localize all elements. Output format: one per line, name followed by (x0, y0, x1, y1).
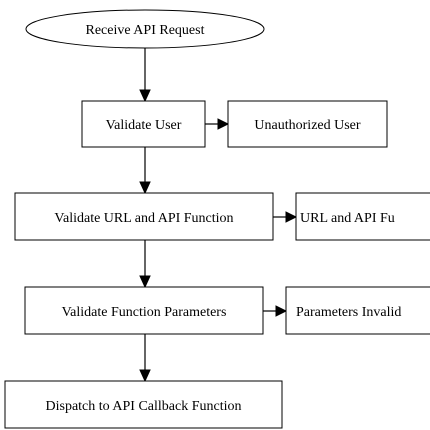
rect-shape (24, 286, 264, 335)
rect-shape (227, 100, 388, 148)
arrowhead-params-invalid (275, 305, 288, 317)
rect-shape (81, 100, 206, 148)
node-dispatch: Dispatch to API Callback Function (4, 380, 283, 429)
rect-shape (295, 192, 430, 241)
node-params-invalid: Parameters Invalid (285, 286, 430, 335)
rect-shape (285, 286, 430, 335)
arrowhead-unauthorized (217, 118, 230, 130)
node-url-invalid: URL and API Fu (295, 192, 430, 241)
arrowhead-validate-user (139, 89, 151, 103)
node-label: Receive API Request (86, 23, 205, 38)
node-validate-params: Validate Function Parameters (24, 286, 264, 335)
node-validate-url: Validate URL and API Function (14, 192, 274, 241)
node-label: Validate User (106, 118, 182, 133)
arrowhead-validate-url (139, 181, 151, 195)
edges (139, 48, 298, 383)
node-label: Validate URL and API Function (54, 211, 233, 226)
arrowhead-url-invalid (285, 211, 298, 223)
rect-shape (4, 380, 283, 429)
node-label: Parameters Invalid (296, 305, 401, 320)
arrowhead-validate-params (139, 275, 151, 289)
node-validate-user: Validate User (81, 100, 206, 148)
node-label: Dispatch to API Callback Function (46, 399, 242, 414)
node-label: Validate Function Parameters (62, 305, 227, 320)
node-label: Unauthorized User (254, 118, 360, 133)
ellipse-shape (25, 9, 265, 49)
rect-shape (14, 192, 274, 241)
node-label: URL and API Fu (300, 211, 395, 226)
node-unauthorized-user: Unauthorized User (227, 100, 388, 148)
arrowhead-dispatch (139, 369, 151, 383)
node-receive-request: Receive API Request (25, 9, 265, 49)
